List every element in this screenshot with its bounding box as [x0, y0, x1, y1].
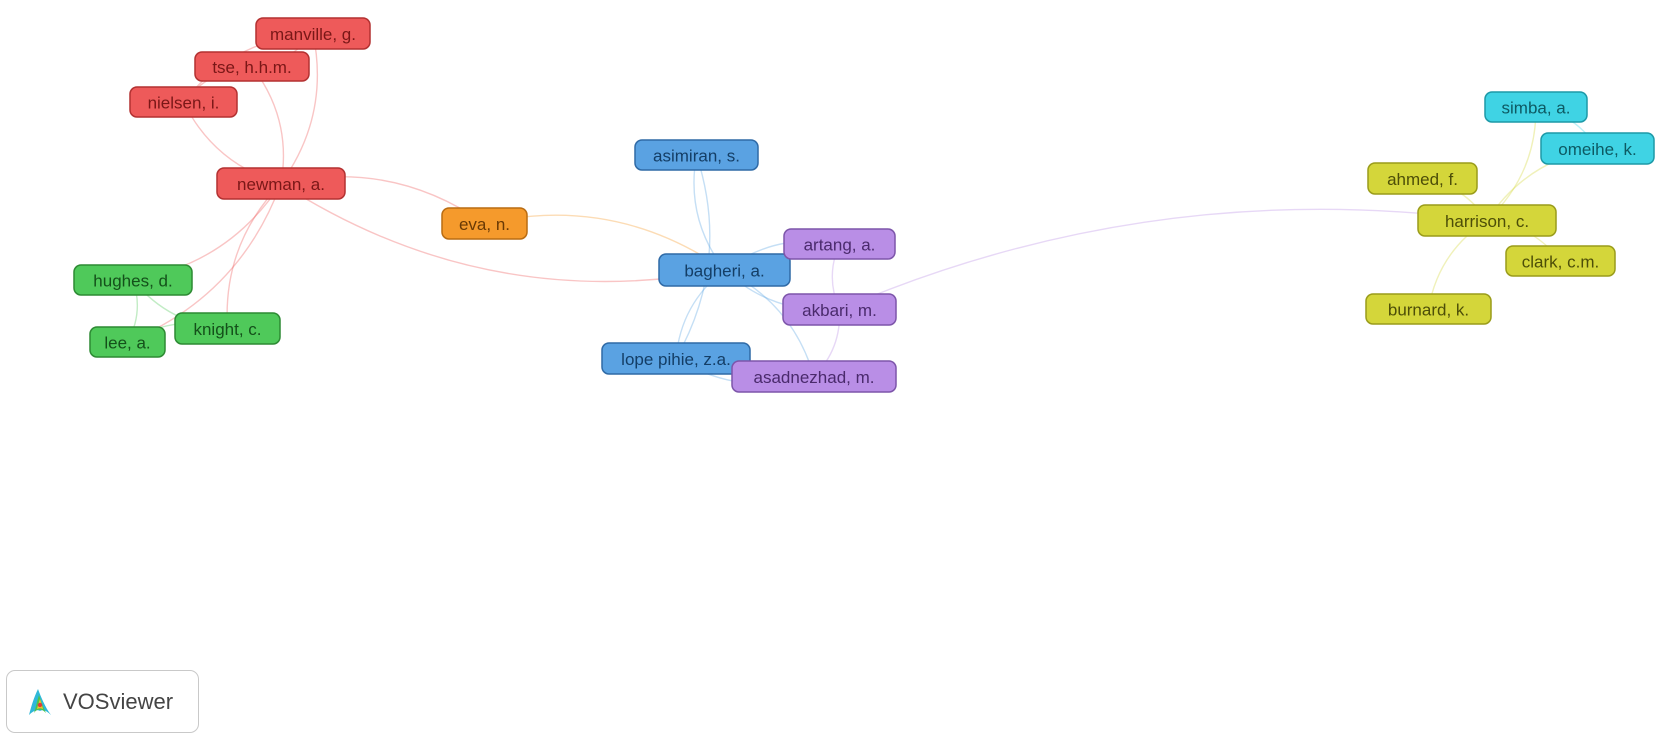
node-box [658, 253, 791, 287]
node-label: clark, c.m. [1522, 253, 1599, 272]
node-newman[interactable]: newman, a. [216, 167, 346, 200]
node-label: simba, a. [1502, 99, 1571, 118]
vosviewer-logo-icon [29, 688, 51, 715]
node-label: asimiran, s. [653, 147, 740, 166]
node-tse[interactable]: tse, h.h.m. [194, 51, 310, 82]
node-lee[interactable]: lee, a. [89, 326, 166, 358]
node-label: ahmed, f. [1387, 170, 1458, 189]
node-nielsen[interactable]: nielsen, i. [129, 86, 238, 118]
vosviewer-logo-badge: VOSviewer [6, 670, 199, 733]
node-knight[interactable]: knight, c. [174, 312, 281, 345]
node-box [1484, 91, 1588, 123]
node-box [194, 51, 310, 82]
node-box [129, 86, 238, 118]
node-ahmed[interactable]: ahmed, f. [1367, 162, 1478, 195]
node-burnard[interactable]: burnard, k. [1365, 293, 1492, 325]
node-box [1540, 132, 1655, 165]
node-artang[interactable]: artang, a. [783, 228, 896, 260]
node-label: burnard, k. [1388, 301, 1469, 320]
node-akbari[interactable]: akbari, m. [782, 293, 897, 326]
node-box [634, 139, 759, 171]
node-box [1367, 162, 1478, 195]
node-eva[interactable]: eva, n. [441, 207, 528, 240]
node-box [255, 17, 371, 50]
node-box [89, 326, 166, 358]
node-label: lope pihie, z.a. [621, 350, 731, 369]
node-box [1417, 204, 1557, 237]
node-box [216, 167, 346, 200]
link-harrison-simba [1486, 106, 1537, 222]
node-hughes[interactable]: hughes, d. [73, 264, 193, 296]
node-lope[interactable]: lope pihie, z.a. [601, 342, 751, 375]
node-manville[interactable]: manville, g. [255, 17, 371, 50]
node-label: nielsen, i. [148, 94, 220, 113]
link-tse-newman [251, 66, 285, 184]
node-label: harrison, c. [1445, 212, 1529, 231]
node-asadnezhad[interactable]: asadnezhad, m. [731, 360, 897, 393]
link-akbari-harrison [839, 208, 1488, 311]
node-label: manville, g. [270, 25, 356, 44]
node-simba[interactable]: simba, a. [1484, 91, 1588, 123]
vosviewer-logo-text: VOSviewer [63, 688, 174, 714]
node-bagheri[interactable]: bagheri, a. [658, 253, 791, 287]
node-label: artang, a. [804, 236, 876, 255]
node-label: omeihe, k. [1558, 140, 1636, 159]
node-label: hughes, d. [93, 272, 172, 291]
node-box [1505, 245, 1616, 277]
node-box [73, 264, 193, 296]
node-label: knight, c. [193, 320, 261, 339]
node-asimiran[interactable]: asimiran, s. [634, 139, 759, 171]
node-clark[interactable]: clark, c.m. [1505, 245, 1616, 277]
node-harrison[interactable]: harrison, c. [1417, 204, 1557, 237]
node-label: bagheri, a. [684, 262, 764, 281]
node-box [174, 312, 281, 345]
node-label: newman, a. [237, 175, 325, 194]
node-omeihe[interactable]: omeihe, k. [1540, 132, 1655, 165]
node-box [601, 342, 751, 375]
node-box [731, 360, 897, 393]
node-label: lee, a. [104, 334, 150, 353]
node-box [1365, 293, 1492, 325]
node-box [783, 228, 896, 260]
node-label: asadnezhad, m. [754, 368, 875, 387]
node-label: akbari, m. [802, 301, 877, 320]
link-newman-knight [226, 183, 282, 329]
node-label: tse, h.h.m. [212, 58, 291, 77]
link-layer [126, 32, 1599, 385]
node-box [441, 207, 528, 240]
node-box [782, 293, 897, 326]
node-label: eva, n. [459, 215, 510, 234]
node-layer: manville, g. tse, h.h.m. nielsen, i. newman… [73, 17, 1655, 393]
